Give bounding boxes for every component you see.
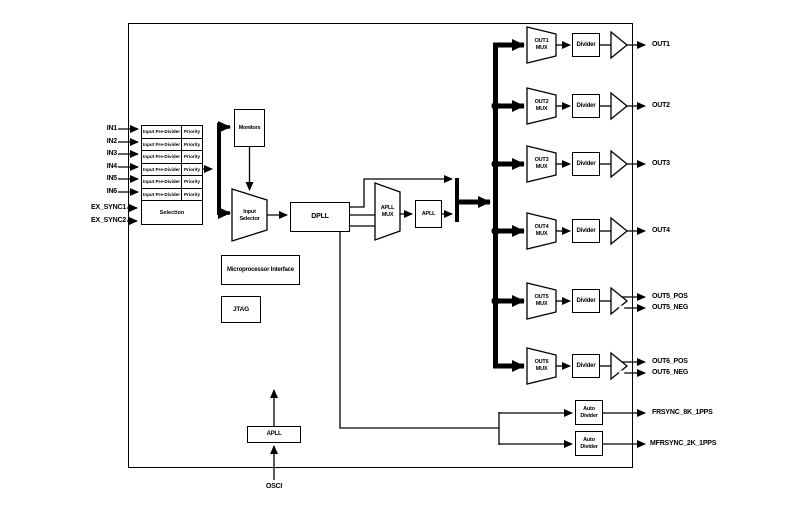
pre-divider-cell: Input Pre-Divider: [142, 138, 182, 150]
input-predivider-table: Input Pre-Divider Priority Input Pre-Div…: [141, 125, 203, 225]
apll-mux-label: APLL MUX: [380, 205, 395, 218]
input-row-1: Input Pre-Divider Priority: [142, 126, 202, 139]
port-ex-sync1: EX_SYNC1: [91, 204, 126, 211]
port-frsync: FRSYNC_8K_1PPS: [652, 409, 713, 416]
output-stage-links: [556, 41, 611, 370]
pre-divider-cell: Input Pre-Divider: [142, 163, 182, 175]
out4-divider: Divider: [572, 219, 600, 243]
selection-block: Selection: [159, 209, 185, 216]
out3-divider: Divider: [572, 152, 600, 176]
apll-mux-shape: [374, 182, 401, 241]
out6-divider: Divider: [572, 354, 600, 378]
priority-cell: Priority: [183, 191, 201, 197]
port-in3: IN3: [106, 150, 117, 157]
output-buffer-shapes: [610, 30, 629, 381]
port-out1: OUT1: [652, 41, 670, 48]
out5-divider: Divider: [572, 289, 600, 313]
output-mux-shapes: [526, 26, 557, 385]
main-clock-bus: [455, 39, 525, 372]
osc-apll-block: APLL: [247, 426, 301, 443]
input-row-5: Input Pre-Divider Priority: [142, 176, 202, 189]
chip-boundary: [128, 23, 633, 468]
pre-divider-cell: Input Pre-Divider: [142, 176, 182, 188]
inverter-bubble: [618, 305, 625, 311]
input-selector-mux-shape: [231, 188, 268, 242]
bus-junction-dot: [491, 297, 500, 305]
port-out5-neg: OUT5_NEG: [652, 304, 689, 311]
port-osci: OSCI: [265, 483, 283, 490]
monitors-block: Monitors: [234, 109, 265, 147]
input-selector-label: Input Selector: [239, 209, 260, 222]
bus-junction-dot: [491, 227, 500, 235]
inverter-bubble: [618, 370, 625, 376]
mfrsync-auto-divider: Auto Divider: [575, 431, 603, 456]
dpll-output-lines: [350, 175, 453, 227]
port-in6: IN6: [106, 188, 117, 195]
input-row-4: Input Pre-Divider Priority: [142, 163, 202, 176]
priority-cell: Priority: [183, 154, 201, 160]
pre-divider-cell: Input Pre-Divider: [142, 188, 182, 200]
apll-block: APLL: [415, 200, 442, 228]
port-out4: OUT4: [652, 227, 670, 234]
port-out2: OUT2: [652, 102, 670, 109]
frame-sync-path: [339, 232, 573, 448]
port-out6-neg: OUT6_NEG: [652, 369, 689, 376]
output-port-arrows: [603, 41, 646, 448]
port-in2: IN2: [106, 138, 117, 145]
port-mfrsync: MFRSYNC_2K_1PPS: [650, 440, 717, 447]
reference-bus: [203, 121, 231, 219]
port-in1: IN1: [106, 125, 117, 132]
port-out5-pos: OUT5_POS: [652, 293, 688, 300]
port-in4: IN4: [106, 163, 117, 170]
pre-divider-cell: Input Pre-Divider: [142, 126, 182, 138]
input-row-6: Input Pre-Divider Priority: [142, 188, 202, 201]
port-ex-sync2: EX_SYNC2: [91, 217, 126, 224]
priority-cell: Priority: [183, 129, 201, 135]
bus-junction-dot: [491, 160, 500, 168]
out2-divider: Divider: [572, 94, 600, 118]
priority-cell: Priority: [183, 166, 201, 172]
apll-bypass-line: [350, 175, 453, 208]
priority-cell: Priority: [183, 141, 201, 147]
bus-junction-dot: [491, 102, 500, 110]
jtag-block: JTAG: [221, 296, 261, 323]
pre-divider-cell: Input Pre-Divider: [142, 151, 182, 163]
port-out3: OUT3: [652, 160, 670, 167]
input-port-arrows: [118, 125, 139, 225]
port-in5: IN5: [106, 175, 117, 182]
port-out6-pos: OUT6_POS: [652, 358, 688, 365]
out1-divider: Divider: [572, 33, 600, 57]
input-row-2: Input Pre-Divider Priority: [142, 138, 202, 151]
dpll-block: DPLL: [290, 202, 350, 232]
input-row-3: Input Pre-Divider Priority: [142, 151, 202, 164]
microprocessor-interface-block: Microprocessor Interface: [221, 255, 300, 285]
frsync-auto-divider: Auto Divider: [575, 400, 603, 425]
priority-cell: Priority: [183, 179, 201, 185]
